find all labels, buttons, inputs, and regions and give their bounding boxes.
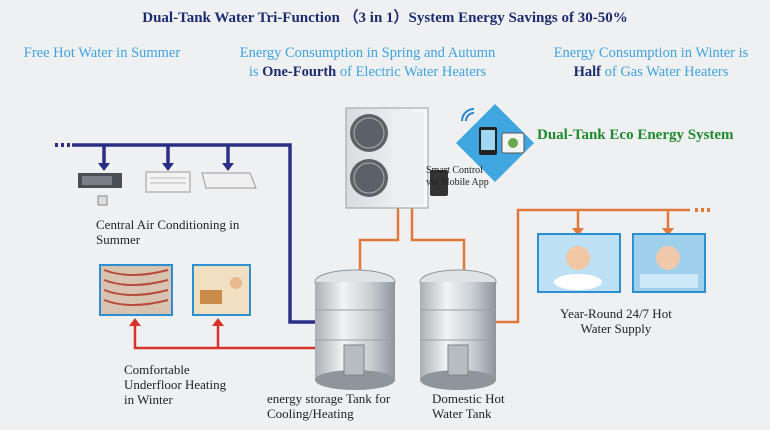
ac-ducted-unit <box>78 173 122 206</box>
page-title: Dual-Tank Water Tri-Function （3 in 1）Sys… <box>142 10 628 26</box>
hot-water-line1: Year-Round 24/7 Hot <box>560 306 672 321</box>
hot-water-label: Year-Round 24/7 Hot Water Supply <box>560 306 672 336</box>
hot-pipe-arrows <box>572 228 674 236</box>
wifi-icon <box>461 108 475 122</box>
domestic-tank-line1: Domestic Hot <box>432 391 505 406</box>
storage-tank-line1: energy storage Tank for <box>267 391 391 406</box>
central-ac-line2: Summer <box>96 232 141 247</box>
underfloor-line3: in Winter <box>124 392 173 407</box>
domestic-tank-line2: Water Tank <box>432 406 492 421</box>
underfloor-label: Comfortable Underfloor Heating in Winter <box>124 362 226 407</box>
winter-bold: Half <box>573 64 601 80</box>
heating-pipe-arrows <box>129 318 224 326</box>
storage-tank-line2: Cooling/Heating <box>267 406 354 421</box>
underfloor-pipes-image <box>99 264 173 316</box>
summer-benefit: Free Hot Water in Summer <box>8 44 196 63</box>
winter-benefit: Energy Consumption in Winter is Half of … <box>535 44 767 82</box>
spring-bold: One-Fourth <box>262 64 337 80</box>
winter-post: of Gas Water Heaters <box>600 64 729 80</box>
cold-pipe-dots <box>55 143 70 147</box>
ac-cassette-unit <box>145 171 191 193</box>
winter-line1: Energy Consumption in Winter is <box>553 45 749 61</box>
underfloor-line1: Comfortable <box>124 362 190 377</box>
domestic-tank <box>419 269 497 390</box>
baby-bath-image <box>537 233 621 293</box>
smart-control-line1: Smart Control <box>426 165 483 176</box>
underfloor-line2: Underfloor Heating <box>124 377 227 392</box>
summer-text: Free Hot Water in Summer <box>23 45 181 61</box>
spring-line1: Energy Consumption in Spring and Autumn <box>239 45 496 61</box>
storage-tank <box>314 269 396 390</box>
central-ac-line1: Central Air Conditioning in <box>96 217 240 232</box>
spring-post: of Electric Water Heaters <box>336 64 487 80</box>
woman-bath-image <box>632 233 706 293</box>
storage-tank-label: energy storage Tank for Cooling/Heating <box>267 391 390 421</box>
cold-pipe-arrows <box>98 163 234 171</box>
eco-system-label: Dual-Tank Eco Energy System <box>537 127 734 143</box>
living-room-image <box>192 264 251 316</box>
cold-water-pipe <box>72 143 318 324</box>
spring-autumn-benefit: Energy Consumption in Spring and Autumn … <box>215 44 520 82</box>
heating-pipe <box>133 320 318 350</box>
smart-control-label: Smart Control via Mobile App <box>426 165 489 189</box>
hot-pipe-dots <box>695 208 710 212</box>
spring-pre: is <box>248 64 263 80</box>
mobile-phone-icon <box>430 170 448 196</box>
heat-pump-unit <box>345 107 429 209</box>
ac-wall-unit <box>201 172 257 189</box>
hot-water-pipe <box>358 205 690 324</box>
smart-control-line2: via Mobile App <box>426 177 489 188</box>
smart-control-icon <box>456 104 534 182</box>
central-ac-label: Central Air Conditioning in Summer <box>96 217 239 247</box>
domestic-tank-label: Domestic Hot Water Tank <box>432 391 505 421</box>
hot-water-line2: Water Supply <box>580 321 652 336</box>
